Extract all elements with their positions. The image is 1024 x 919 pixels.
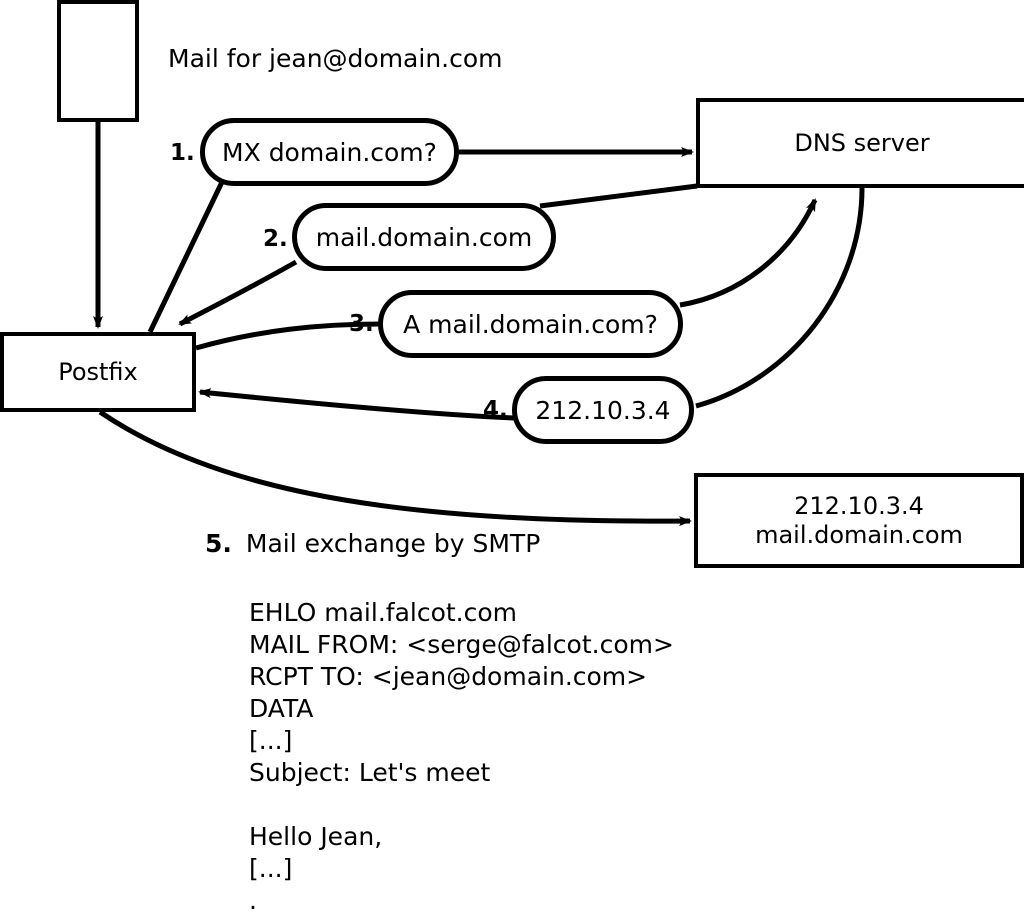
step-2-bubble: mail.domain.com	[292, 203, 556, 271]
step-1-bubble: MX domain.com?	[200, 118, 459, 186]
connector-step1-tail	[147, 180, 225, 334]
step-2-label: mail.domain.com	[315, 222, 533, 252]
step-3-label: A mail.domain.com?	[403, 309, 658, 339]
step-1-label: MX domain.com?	[222, 137, 437, 167]
step-5-row: 5. Mail exchange by SMTP	[205, 529, 540, 558]
postfix-box: Postfix	[0, 332, 196, 412]
step-4-number: 4.	[483, 397, 508, 423]
sender-client-box	[57, 0, 139, 122]
step-4-bubble: 212.10.3.4	[512, 376, 694, 444]
connector-step4-to-postfix	[198, 388, 515, 421]
step-5-label: Mail exchange by SMTP	[245, 529, 541, 558]
mail-server-ip: 212.10.3.4	[794, 492, 924, 521]
connector-dns-to-step4	[695, 187, 865, 409]
step-1-number: 1.	[170, 140, 195, 166]
page-title: Mail for jean@domain.com	[168, 44, 503, 73]
mail-server-box: 212.10.3.4 mail.domain.com	[694, 473, 1024, 568]
step-3-bubble: A mail.domain.com?	[378, 290, 683, 358]
mail-server-hostname: mail.domain.com	[755, 520, 963, 549]
connector-step3-to-dns	[679, 198, 818, 308]
connector-dns-to-step2	[539, 183, 698, 209]
connector-step2-to-postfix	[178, 259, 298, 327]
dns-server-box: DNS server	[696, 98, 1024, 188]
step-3-number: 3.	[349, 311, 374, 337]
smtp-transcript: EHLO mail.falcot.com MAIL FROM: <serge@f…	[249, 598, 674, 915]
step-5-number: 5.	[205, 529, 232, 558]
postfix-label: Postfix	[58, 357, 138, 386]
dns-server-label: DNS server	[794, 128, 930, 157]
step-2-number: 2.	[263, 226, 288, 252]
step-4-label: 212.10.3.4	[535, 395, 671, 425]
